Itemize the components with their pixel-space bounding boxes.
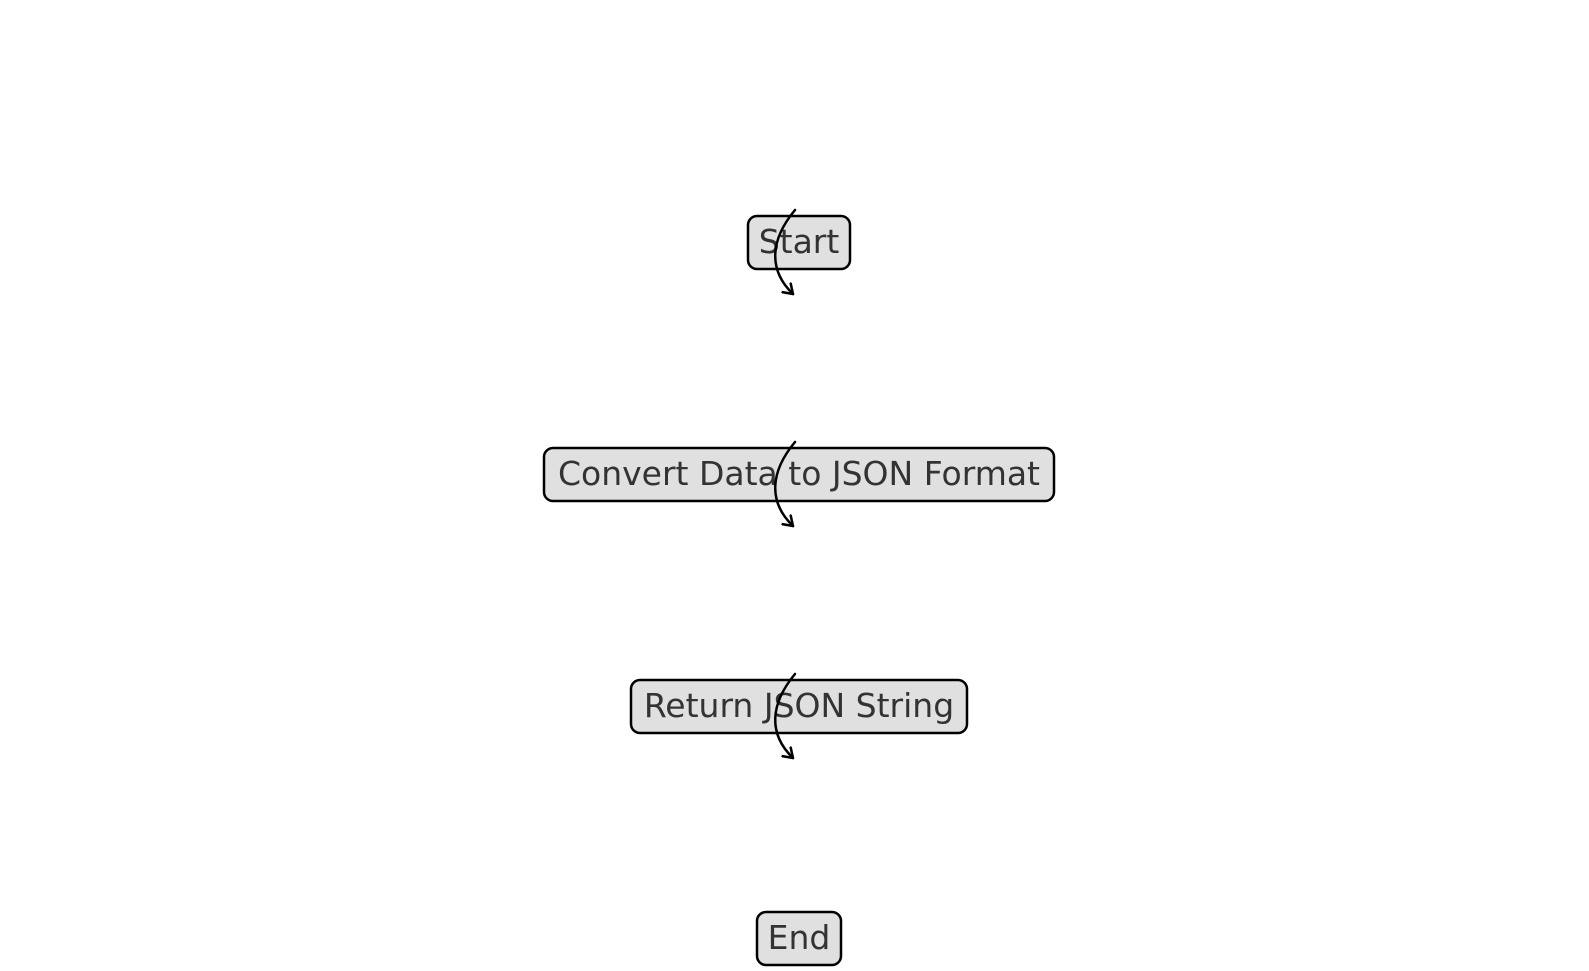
node-return-json-label: Return JSON String	[644, 686, 954, 725]
edge-convert-to-return	[774, 440, 797, 528]
node-convert-data-box	[542, 446, 1056, 503]
node-start-label: Start	[759, 222, 840, 261]
edge-return-to-end	[774, 672, 797, 760]
node-convert-data-label: Convert Data to JSON Format	[558, 454, 1040, 493]
node-convert-data: Convert Data to JSON Format	[542, 446, 1056, 503]
edge-start-to-convert	[774, 208, 797, 296]
node-end-label: End	[768, 918, 831, 957]
node-end-box	[755, 910, 843, 967]
node-start-box	[746, 214, 852, 271]
node-return-json-box	[629, 678, 969, 735]
node-return-json: Return JSON String	[629, 678, 969, 735]
node-end: End	[755, 910, 843, 967]
node-start: Start	[746, 214, 852, 271]
